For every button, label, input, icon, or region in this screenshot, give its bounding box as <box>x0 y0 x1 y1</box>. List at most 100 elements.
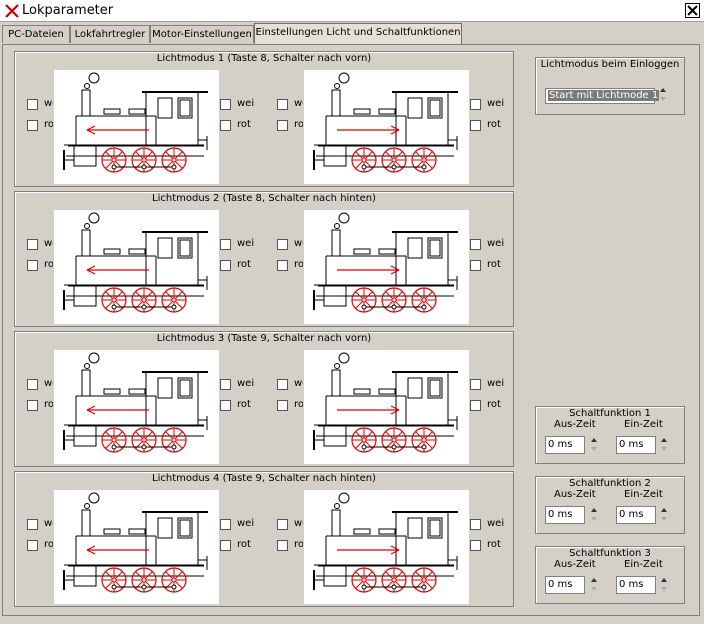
left-red-label: rot <box>44 399 53 410</box>
spin-up-icon[interactable] <box>591 508 597 512</box>
locomotive-left-image <box>54 210 219 324</box>
right-white-label: wei <box>237 98 255 109</box>
left-white-checkbox[interactable] <box>27 519 38 530</box>
off-time-input[interactable]: 0 ms <box>545 576 585 594</box>
login-mode-spinner[interactable] <box>660 86 668 104</box>
right-loco-left-red-checkbox[interactable] <box>277 120 288 131</box>
on-time-spinner[interactable] <box>661 576 669 594</box>
right-red-checkbox[interactable] <box>220 120 231 131</box>
spin-up-icon[interactable] <box>591 578 597 582</box>
spin-down-icon[interactable] <box>591 517 597 521</box>
off-time-label: Aus-Zeit <box>554 419 596 430</box>
right-red-label: rot <box>237 539 251 550</box>
on-time-spinner[interactable] <box>661 436 669 454</box>
right-loco-left-white-checkbox[interactable] <box>277 379 288 390</box>
on-time-label: Ein-Zeit <box>624 559 663 570</box>
right-loco-white-label: wei <box>487 518 505 529</box>
spin-up-icon[interactable] <box>661 578 667 582</box>
spin-up-icon[interactable] <box>591 438 597 442</box>
tab-pc-dateien[interactable]: PC-Dateien <box>2 25 70 43</box>
right-loco-left-red-checkbox[interactable] <box>277 540 288 551</box>
off-time-spinner[interactable] <box>591 436 599 454</box>
right-white-checkbox[interactable] <box>220 519 231 530</box>
spin-down-icon[interactable] <box>591 587 597 591</box>
group-title: Schaltfunktion 1 <box>569 408 651 419</box>
group-title: Lichtmodus 1 (Taste 8, Schalter nach vor… <box>156 53 372 64</box>
right-white-checkbox[interactable] <box>220 239 231 250</box>
spin-up-icon[interactable] <box>661 438 667 442</box>
group-title: Lichtmodus 3 (Taste 9, Schalter nach vor… <box>156 333 372 344</box>
right-loco-red-checkbox[interactable] <box>470 400 481 411</box>
right-loco-left-white-label: wei <box>294 98 303 109</box>
right-loco-red-checkbox[interactable] <box>470 540 481 551</box>
left-red-label: rot <box>44 259 53 270</box>
right-loco-white-label: wei <box>487 98 505 109</box>
off-time-spinner[interactable] <box>591 506 599 524</box>
right-red-checkbox[interactable] <box>220 260 231 271</box>
light-mode-group-1: Lichtmodus 1 (Taste 8, Schalter nach vor… <box>14 51 514 187</box>
on-time-input[interactable]: 0 ms <box>616 576 656 594</box>
close-button[interactable] <box>685 3 700 18</box>
right-loco-left-red-checkbox[interactable] <box>277 260 288 271</box>
right-loco-red-label: rot <box>487 399 501 410</box>
right-loco-white-checkbox[interactable] <box>470 379 481 390</box>
login-mode-select[interactable]: Start mit Lichtmode 1 <box>545 88 660 104</box>
tab-motor-einstellungen[interactable]: Motor-Einstellungen <box>150 25 254 43</box>
locomotive-right-image <box>304 210 469 324</box>
left-red-checkbox[interactable] <box>27 540 38 551</box>
login-mode-group: Lichtmodus beim Einloggen Start mit Lich… <box>535 57 685 115</box>
on-time-input[interactable]: 0 ms <box>616 436 656 454</box>
tab-label: Motor-Einstellungen <box>152 29 252 40</box>
right-loco-white-checkbox[interactable] <box>470 99 481 110</box>
spin-down-icon[interactable] <box>661 447 667 451</box>
on-time-input[interactable]: 0 ms <box>616 506 656 524</box>
spin-down-icon[interactable] <box>591 447 597 451</box>
right-loco-left-white-checkbox[interactable] <box>277 99 288 110</box>
group-title: Schaltfunktion 2 <box>569 478 651 489</box>
spin-down-icon[interactable] <box>660 97 666 101</box>
spin-up-icon[interactable] <box>661 508 667 512</box>
right-loco-white-checkbox[interactable] <box>470 239 481 250</box>
group-title: Schaltfunktion 3 <box>569 548 651 559</box>
left-red-checkbox[interactable] <box>27 400 38 411</box>
left-white-checkbox[interactable] <box>27 239 38 250</box>
right-white-checkbox[interactable] <box>220 379 231 390</box>
right-red-checkbox[interactable] <box>220 540 231 551</box>
right-red-checkbox[interactable] <box>220 400 231 411</box>
tab-lokfahrtregler[interactable]: Lokfahrtregler <box>70 25 150 43</box>
left-white-checkbox[interactable] <box>27 99 38 110</box>
off-time-input[interactable]: 0 ms <box>545 436 585 454</box>
spin-down-icon[interactable] <box>661 517 667 521</box>
tab-panel-licht: Lichtmodus 1 (Taste 8, Schalter nach vor… <box>2 44 700 616</box>
right-loco-red-label: rot <box>487 539 501 550</box>
locomotive-right-image <box>304 490 469 604</box>
right-loco-red-checkbox[interactable] <box>470 260 481 271</box>
spin-down-icon[interactable] <box>661 587 667 591</box>
right-red-label: rot <box>237 399 251 410</box>
on-time-spinner[interactable] <box>661 506 669 524</box>
locomotive-left-image <box>54 490 219 604</box>
right-loco-left-red-checkbox[interactable] <box>277 400 288 411</box>
locomotive-right-image <box>304 70 469 184</box>
right-loco-white-label: wei <box>487 378 505 389</box>
right-loco-left-white-checkbox[interactable] <box>277 519 288 530</box>
right-loco-left-white-label: wei <box>294 378 303 389</box>
right-loco-white-label: wei <box>487 238 505 249</box>
title-bar: Lokparameter <box>0 0 704 22</box>
left-red-checkbox[interactable] <box>27 260 38 271</box>
right-loco-left-red-label: rot <box>294 399 303 410</box>
tab-label: PC-Dateien <box>8 29 64 40</box>
right-loco-left-red-label: rot <box>294 119 303 130</box>
left-white-checkbox[interactable] <box>27 379 38 390</box>
right-loco-white-checkbox[interactable] <box>470 519 481 530</box>
left-red-checkbox[interactable] <box>27 120 38 131</box>
spin-up-icon[interactable] <box>660 88 666 92</box>
off-time-spinner[interactable] <box>591 576 599 594</box>
right-loco-red-checkbox[interactable] <box>470 120 481 131</box>
tab-licht-schaltfunktionen[interactable]: Einstellungen Licht und Schaltfunktionen <box>254 23 462 44</box>
right-white-checkbox[interactable] <box>220 99 231 110</box>
tab-label: Lokfahrtregler <box>74 29 146 40</box>
right-loco-left-red-label: rot <box>294 539 303 550</box>
off-time-input[interactable]: 0 ms <box>545 506 585 524</box>
right-loco-left-white-checkbox[interactable] <box>277 239 288 250</box>
